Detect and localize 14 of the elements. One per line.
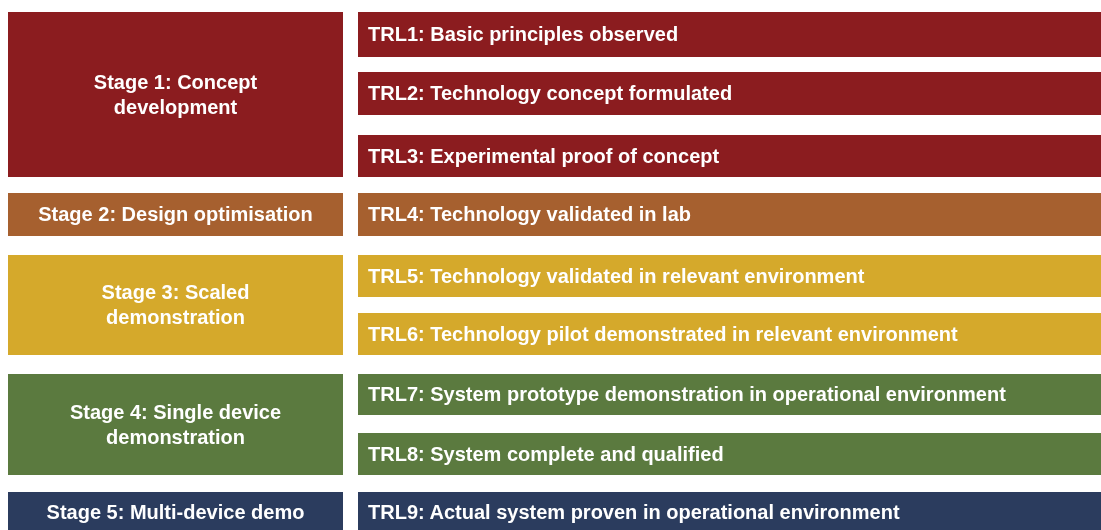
trl-label: TRL1: Basic principles observed xyxy=(358,12,1101,57)
trl-label: TRL6: Technology pilot demonstrated in relevant environment xyxy=(358,313,1101,355)
stage-label: Stage 3: Scaled demonstration xyxy=(8,255,343,355)
trl-label: TRL3: Experimental proof of concept xyxy=(358,135,1101,177)
stage-label: Stage 5: Multi-device demo xyxy=(8,492,343,530)
trl-label: TRL4: Technology validated in lab xyxy=(358,193,1101,236)
stage-label: Stage 1: Concept development xyxy=(8,12,343,177)
trl-label: TRL5: Technology validated in relevant environment xyxy=(358,255,1101,297)
stage-label: Stage 2: Design optimisation xyxy=(8,193,343,236)
trl-label: TRL2: Technology concept formulated xyxy=(358,72,1101,115)
trl-label: TRL8: System complete and qualified xyxy=(358,433,1101,475)
trl-label: TRL9: Actual system proven in operational environment xyxy=(358,492,1101,530)
trl-label: TRL7: System prototype demonstration in operational environment xyxy=(358,374,1101,415)
stage-label: Stage 4: Single device demonstration xyxy=(8,374,343,475)
